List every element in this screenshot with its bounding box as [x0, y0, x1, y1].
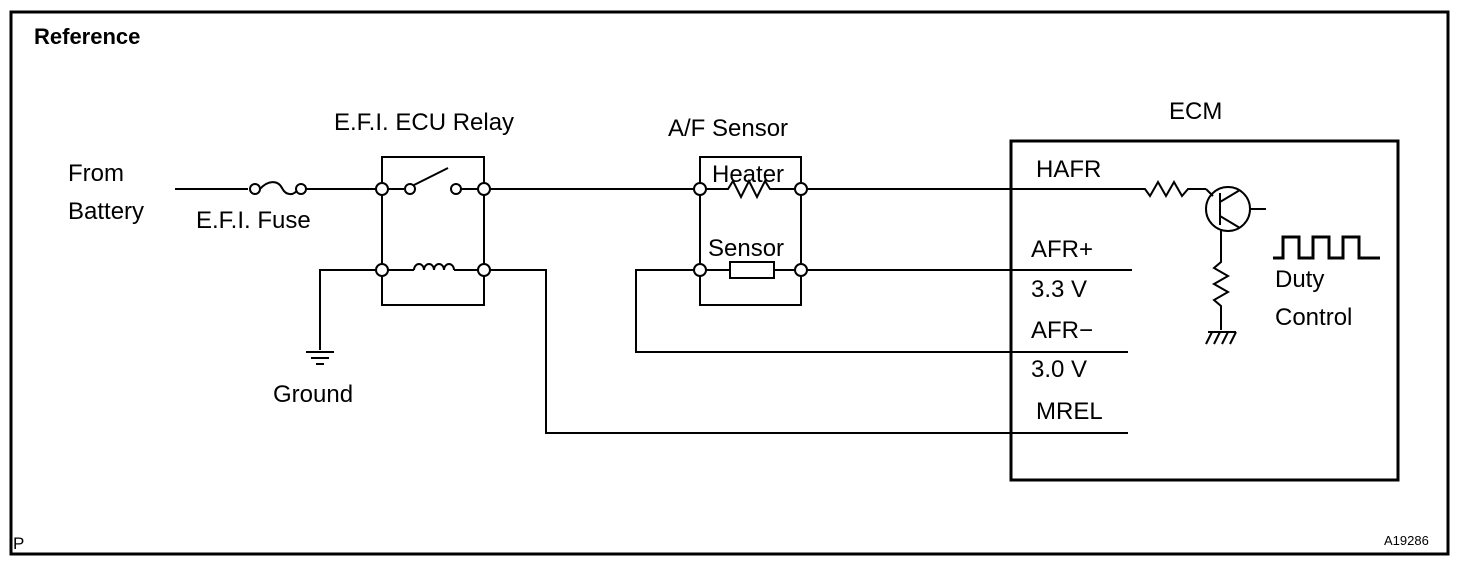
mrel-label: MREL [1036, 398, 1103, 425]
afr-plus-voltage: 3.3 V [1031, 276, 1087, 303]
reference-title: Reference [34, 24, 140, 49]
battery-label: Battery [68, 198, 144, 225]
afr-minus-voltage: 3.0 V [1031, 356, 1087, 383]
afr-minus-wire [635, 269, 1128, 353]
outer-frame [9, 10, 1450, 556]
sensor-label: Sensor [708, 235, 784, 262]
from-label: From [68, 160, 124, 187]
afr-plus-label: AFR+ [1031, 236, 1093, 263]
mrel-wire [490, 269, 1128, 434]
ecm-box [1009, 139, 1400, 482]
transistor-icon [1205, 186, 1266, 232]
pulldown-resistor [1211, 229, 1231, 330]
duty-waveform-icon [1273, 235, 1380, 260]
footer-left-code: P [13, 534, 24, 553]
heater-resistor [693, 178, 808, 200]
hafr-resistor [1130, 179, 1206, 199]
sensor-element [693, 261, 808, 279]
duty-label: Duty [1275, 266, 1324, 293]
efi-relay-box [381, 156, 485, 306]
afr-minus-label: AFR− [1031, 317, 1093, 344]
figure-id: A19286 [1384, 533, 1429, 548]
af-sensor-box [699, 156, 802, 306]
ground-label: Ground [273, 381, 353, 408]
relay-switch [375, 167, 491, 196]
relay-ground-wire [319, 269, 376, 350]
ground-icon [306, 351, 334, 365]
efi-fuse-symbol [249, 181, 307, 196]
hafr-label: HAFR [1036, 156, 1101, 183]
relay-coil [375, 263, 491, 277]
ecm-label: ECM [1169, 98, 1222, 125]
control-label: Control [1275, 304, 1352, 331]
af-sensor-label: A/F Sensor [668, 115, 788, 142]
efi-relay-label: E.F.I. ECU Relay [334, 109, 514, 136]
efi-fuse-label: E.F.I. Fuse [196, 207, 311, 234]
chassis-ground-icon [1205, 331, 1237, 345]
